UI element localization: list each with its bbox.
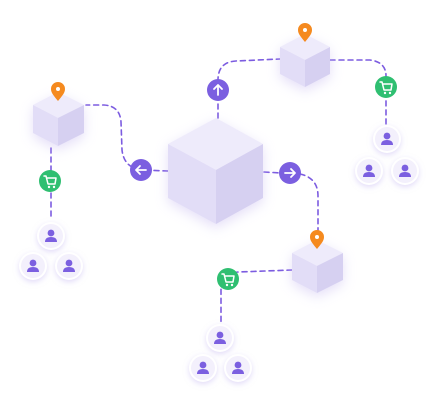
connector-top-right-cart: [329, 59, 387, 127]
central-hub-cube: [168, 118, 263, 224]
arrow-left-icon: [130, 159, 152, 181]
shopping-cart-icon: [217, 268, 239, 290]
customer-group-left: [19, 222, 83, 280]
warehouse-top-right: [280, 34, 330, 87]
customer-group-right: [355, 125, 419, 185]
user-icon: [37, 222, 65, 250]
user-icon: [19, 252, 47, 280]
connector-hub-left: [85, 104, 169, 172]
user-icon: [224, 354, 252, 382]
location-pin-icon: [298, 23, 312, 42]
shopping-cart-icon: [375, 76, 397, 98]
warehouse-bottom-right: [292, 240, 343, 293]
location-pin-icon: [310, 230, 324, 249]
user-icon: [391, 157, 419, 185]
hub-top-face: [168, 118, 263, 170]
arrow-right-icon: [279, 162, 301, 184]
warehouse-left: [33, 92, 84, 146]
user-icon: [373, 125, 401, 153]
hub-left-face: [168, 144, 216, 224]
location-pin-icon: [51, 82, 65, 101]
hub-right-face: [216, 144, 263, 224]
user-icon: [55, 252, 83, 280]
user-icon: [189, 354, 217, 382]
arrow-up-icon: [207, 79, 229, 101]
customer-group-bottom: [189, 324, 252, 382]
shopping-cart-icon: [39, 170, 61, 192]
user-icon: [355, 157, 383, 185]
user-icon: [206, 324, 234, 352]
